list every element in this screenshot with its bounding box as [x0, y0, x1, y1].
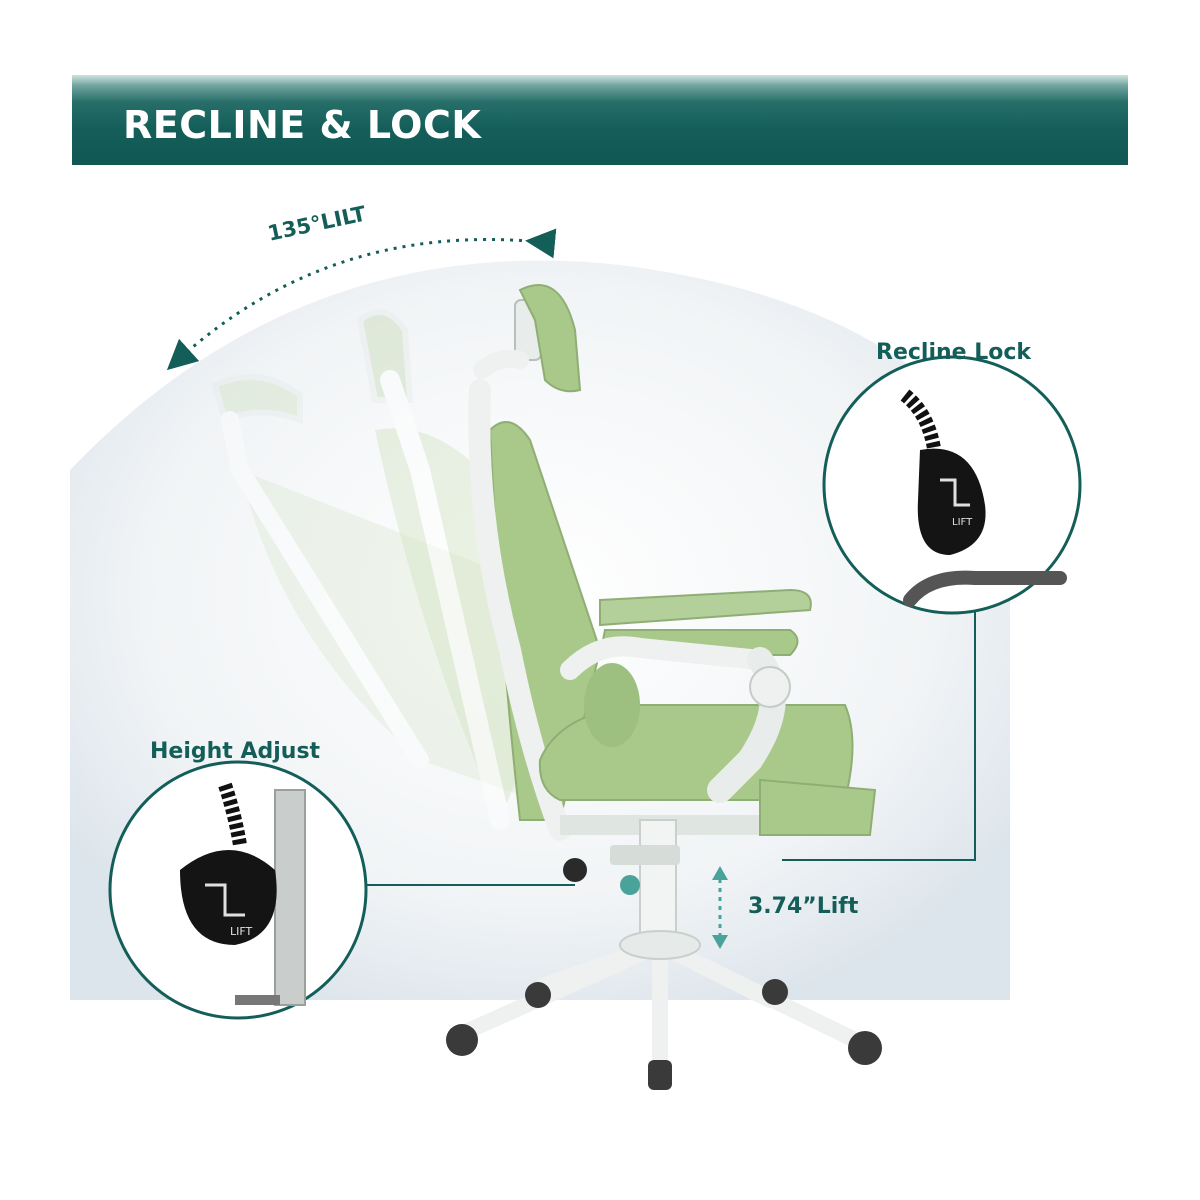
ghost-backrest-mid [356, 309, 540, 830]
chair-headrest [473, 284, 582, 393]
height-lever-mark: LIFT [230, 925, 253, 938]
ghost-backrest-far [211, 374, 535, 800]
page-title: RECLINE & LOCK [123, 103, 482, 147]
recline-lever-mark: LIFT [952, 517, 973, 528]
recline-lock-leader-line [782, 580, 976, 861]
chair-footrest [560, 778, 877, 836]
tilt-arc-arrow [166, 228, 557, 371]
recline-lock-zoom-circle: LIFT [822, 355, 1082, 615]
title-banner [72, 75, 1128, 165]
chair-armrest [560, 588, 812, 803]
height-adjust-zoom-circle: LIFT [108, 760, 368, 1020]
lift-label: 3.74”Lift [748, 894, 859, 919]
recline-lock-label: Recline Lock [876, 340, 1032, 365]
height-adjust-label: Height Adjust [150, 739, 321, 764]
chair-base [446, 819, 882, 1090]
